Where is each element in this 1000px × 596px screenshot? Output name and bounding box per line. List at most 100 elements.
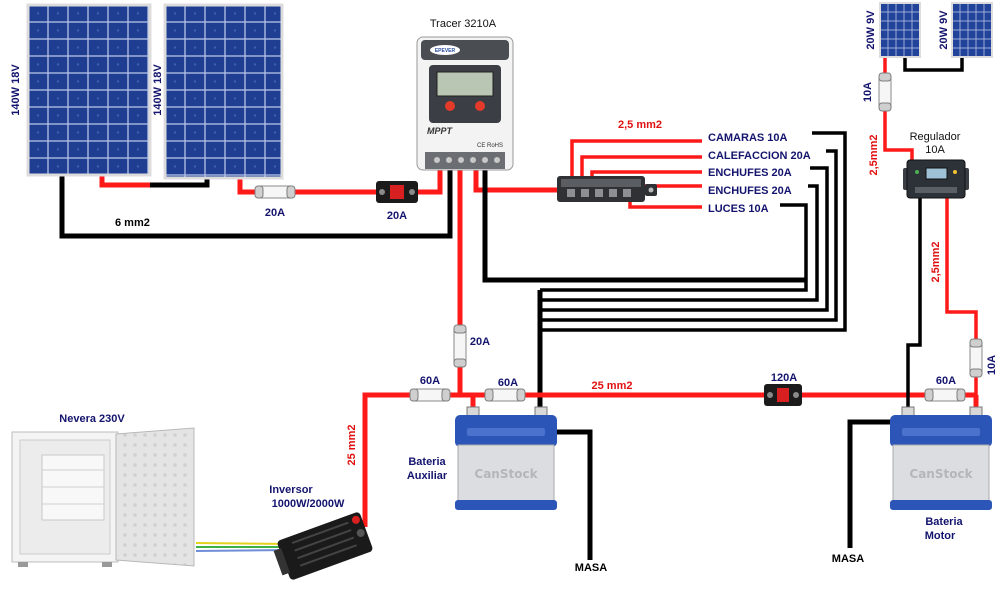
- fuse-cap: [286, 185, 296, 199]
- fuse-cap: [409, 388, 419, 402]
- wire-load-camaras: [570, 139, 702, 178]
- fuse-cap: [878, 72, 892, 82]
- wire-aux-ground: [555, 429, 593, 560]
- fridge-foot: [18, 562, 28, 567]
- cable-label-loads: 2,5 mm2: [618, 119, 662, 131]
- wires: [59, 57, 979, 560]
- brand-logo: [430, 45, 460, 55]
- terminal: [470, 157, 476, 163]
- motor-battery-label-line1: Bateria: [925, 516, 963, 528]
- wire-panel-link: [150, 178, 210, 188]
- small-panel-left-label: 20W 9V: [865, 10, 877, 50]
- battery-base: [890, 500, 992, 510]
- battery-terminal-positive: [969, 406, 983, 417]
- breaker-button: [777, 388, 789, 402]
- cable-label-small-panel: 2,5mm2: [868, 135, 880, 176]
- fridge-door: [115, 427, 195, 567]
- return-calefaccion: [540, 149, 838, 322]
- inverter-terminal-negative: [356, 529, 365, 538]
- fuse-block-hole: [648, 187, 654, 193]
- panel-surface: [879, 2, 921, 58]
- cable-label-regulator-battery: 2,5mm2: [930, 242, 942, 283]
- fuse-cap: [453, 358, 467, 368]
- fridge-foot: [102, 562, 112, 567]
- terminal: [434, 157, 440, 163]
- small-panel-fuse-label: 10A: [862, 82, 874, 102]
- terminal: [458, 157, 464, 163]
- fuse-cap: [969, 338, 983, 348]
- fridge: [11, 427, 195, 567]
- fuse-small-panel: [878, 72, 892, 112]
- fridge-label: Nevera 230V: [59, 413, 125, 425]
- inverter: [273, 512, 373, 580]
- fuse-controller-battery: [453, 324, 467, 368]
- return-enchufes-1: [540, 166, 829, 312]
- fuse-cap: [956, 388, 966, 402]
- brand-text: EPEVER: [435, 48, 456, 54]
- aux-battery-label-line2: Auxiliar: [407, 470, 448, 482]
- small-panel-right-label: 20W 9V: [938, 10, 950, 50]
- panel-right-label: 140W 18V: [152, 64, 164, 116]
- wire-load-calefaccion: [580, 155, 702, 178]
- fuse-cap: [441, 388, 451, 402]
- labels: 140W 18V 140W 18V 20W 9V 20W 9V Tracer 3…: [10, 10, 998, 574]
- breaker-bolt: [379, 189, 385, 195]
- inverter-terminal-positive: [351, 515, 360, 524]
- controller-button-left: [445, 101, 455, 111]
- return-camaras: [540, 131, 847, 332]
- small-solar-panel-left: [879, 2, 921, 58]
- battery-terminal-positive: [466, 406, 480, 417]
- fuse-cap: [924, 388, 934, 402]
- panel-fuse-label: 20A: [265, 207, 285, 219]
- wire-motor-ground: [847, 419, 895, 548]
- battery-watermark: CanStock: [474, 467, 538, 481]
- fuse-regulator: [969, 338, 983, 378]
- controller-type-text: MPPT: [427, 126, 454, 136]
- controller-button-right: [475, 101, 485, 111]
- regulator-fuse-label: 10A: [986, 355, 998, 375]
- load-label-luces: LUCES 10A: [708, 203, 769, 215]
- cable-label-inverter: 25 mm2: [346, 425, 358, 466]
- regulator-terminals: [915, 187, 957, 193]
- aux-battery-label-line1: Bateria: [408, 456, 446, 468]
- regulator-name: Regulador: [910, 131, 961, 143]
- wire-panel-to-controller: [237, 170, 443, 195]
- battery-motor: CanStock: [890, 406, 992, 510]
- load-label-enchufes-2: ENCHUFES 20A: [708, 185, 792, 197]
- fuse-motor-battery: [924, 388, 966, 402]
- breaker-button: [390, 185, 404, 199]
- inverter-label-line1: Inversor: [269, 484, 313, 496]
- fuse-block-strip: [561, 179, 641, 187]
- cable-fridge-blue: [195, 549, 291, 552]
- fuse-panel: [254, 185, 296, 199]
- regulator: [903, 159, 969, 199]
- battery-watermark: CanStock: [909, 467, 973, 481]
- battery-case: [457, 444, 555, 504]
- regulator-rating: 10A: [925, 144, 945, 156]
- panel-left-label: 140W 18V: [10, 64, 22, 116]
- battery-cell-caps: [467, 428, 545, 436]
- load-label-enchufes-1: ENCHUFES 20A: [708, 167, 792, 179]
- wire-load-luces: [628, 200, 702, 209]
- controller-marks-text: CE RoHS: [477, 143, 503, 149]
- fuse-inverter: [409, 388, 451, 402]
- wire-controller-to-fuse-block: [473, 170, 557, 193]
- fuse-slot: [595, 189, 603, 197]
- fuse-cap: [254, 185, 264, 199]
- breaker-panel: [376, 181, 418, 203]
- fuse-slot: [623, 189, 631, 197]
- controller-top-band: [421, 40, 509, 60]
- battery-aux: CanStock: [455, 406, 557, 510]
- inverter-fin: [299, 544, 357, 567]
- inverter-fin: [294, 529, 352, 552]
- inverter-fin: [291, 521, 349, 545]
- wire-controller-negative: [482, 170, 806, 283]
- battery-terminal-negative: [534, 406, 548, 417]
- cable-label-panel-negative: 6 mm2: [115, 217, 150, 229]
- wire-panel1-positive: [99, 175, 150, 188]
- return-luces: [540, 203, 808, 292]
- battery-case: [892, 444, 990, 504]
- fuse-slot: [567, 189, 575, 197]
